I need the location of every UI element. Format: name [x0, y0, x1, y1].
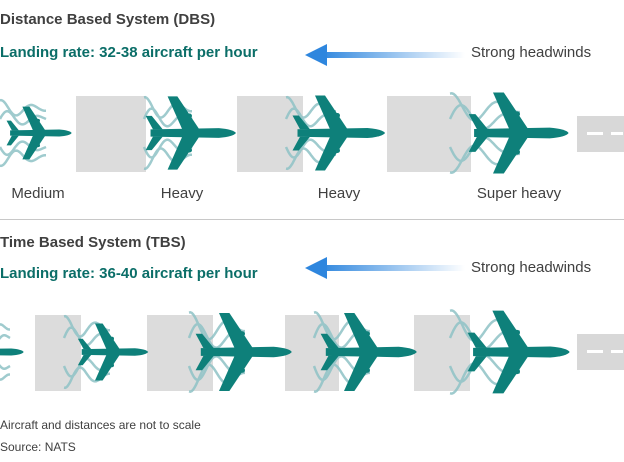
aircraft-icon	[145, 96, 236, 170]
aircraft-icon	[292, 95, 385, 171]
aircraft-icon	[468, 92, 569, 174]
aircraft-label-super-heavy: Super heavy	[476, 185, 562, 202]
aircraft-label-medium: Medium	[11, 185, 65, 202]
runway-marker-icon	[577, 334, 624, 370]
separation-gap	[76, 96, 146, 172]
dbs-title: Distance Based System (DBS)	[0, 11, 216, 28]
tbs-title: Time Based System (TBS)	[0, 234, 186, 251]
source-note: Source: NATS	[0, 440, 76, 454]
dbs-approach-lane	[0, 92, 624, 174]
wind-arrow-icon	[305, 257, 465, 279]
wake-vortex-icon	[0, 98, 47, 168]
wind-arrow-icon	[305, 44, 465, 66]
dbs-landing-rate: Landing rate: 32-38 aircraft per hour	[0, 44, 258, 61]
tbs-approach-lane	[0, 309, 624, 395]
separation-gap	[35, 315, 81, 391]
section-divider	[0, 219, 624, 220]
aircraft-icon	[77, 323, 149, 381]
aircraft-icon	[320, 313, 417, 391]
scale-note: Aircraft and distances are not to scale	[0, 418, 201, 432]
separation-gap	[414, 315, 470, 391]
aircraft-icon	[6, 106, 72, 160]
dbs-wind-label: Strong headwinds	[471, 44, 592, 61]
tbs-landing-rate: Landing rate: 36-40 aircraft per hour	[0, 265, 258, 282]
aircraft-icon	[195, 313, 292, 391]
aircraft-label-heavy: Heavy	[317, 185, 361, 202]
wake-vortex-icon	[0, 323, 11, 381]
aircraft-icon	[467, 310, 570, 394]
aircraft-icon	[0, 348, 24, 356]
aircraft-label-heavy: Heavy	[160, 185, 204, 202]
runway-marker-icon	[577, 116, 624, 152]
tbs-wind-label: Strong headwinds	[471, 259, 592, 276]
